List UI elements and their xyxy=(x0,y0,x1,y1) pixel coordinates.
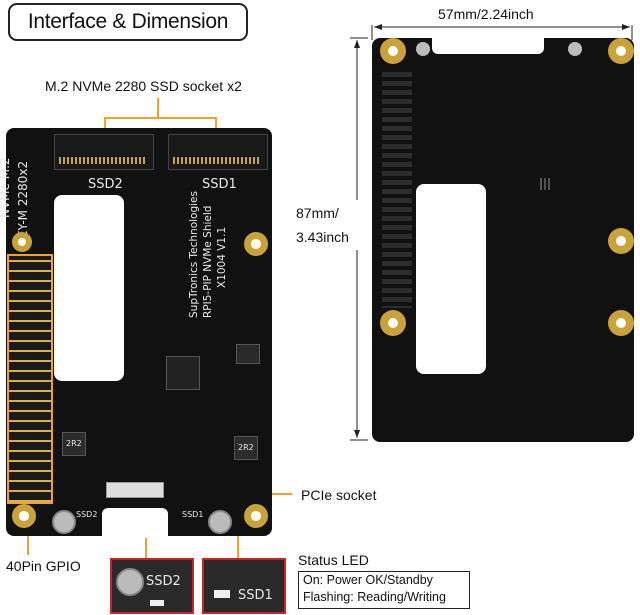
standoff xyxy=(208,510,232,534)
led-ssd1-inset: SSD1 xyxy=(202,558,286,614)
status-legend-line-1: On: Power OK/Standby xyxy=(303,573,433,587)
standoff xyxy=(52,510,76,534)
page-title: Interface & Dimension xyxy=(8,3,248,41)
pcie-socket-callout: PCIe socket xyxy=(301,487,377,503)
inductor-2-label: 2R2 xyxy=(238,443,254,452)
brand-line-2: RPI5-PIP NVMe Shield xyxy=(202,205,214,318)
led-ssd1-inset-label: SSD1 xyxy=(238,588,273,603)
ssd1-silk: SSD1 xyxy=(202,177,237,192)
shield-board-back xyxy=(372,38,634,442)
status-led-callout: Status LED xyxy=(298,552,369,568)
pcie-fpc-connector xyxy=(106,482,164,498)
inductor-1: 2R2 xyxy=(62,432,86,456)
status-legend-line-2: Flashing: Reading/Writing xyxy=(303,590,446,604)
height-dimension-1: 87mm/ xyxy=(296,205,339,221)
mount-hole xyxy=(12,232,32,252)
side-label-1: NVMe M.2 xyxy=(0,157,12,218)
mount-hole xyxy=(608,38,634,64)
mount-hole xyxy=(244,504,268,528)
board-notch xyxy=(102,508,168,538)
brand-line-1: SupTronics Technologies xyxy=(188,191,200,318)
gpio-header-back xyxy=(382,68,412,308)
board-cutout-back xyxy=(416,184,486,374)
led-ssd1-silk: SSD1 xyxy=(182,510,204,519)
board-top-notch xyxy=(432,38,544,54)
brand-line-3: X1004 V1.1 xyxy=(216,226,228,288)
via-array xyxy=(540,178,552,190)
m2-socket-callout: M.2 NVMe 2280 SSD socket x2 xyxy=(45,78,242,94)
chip xyxy=(236,344,260,364)
board-cutout xyxy=(54,195,124,381)
mount-hole xyxy=(244,232,268,256)
led-ssd2-silk: SSD2 xyxy=(76,510,98,519)
mount-hole xyxy=(12,504,36,528)
width-dimension: 57mm/2.24inch xyxy=(438,6,534,22)
controller-chip xyxy=(166,356,200,390)
standoff xyxy=(568,42,582,56)
mount-hole xyxy=(608,310,634,336)
shield-board-front: SSD2 SSD1 NVMe M.2 KEY-M 2280x2 SupTroni… xyxy=(0,128,272,538)
m2-socket-ssd2 xyxy=(54,134,154,170)
gpio-header-highlight xyxy=(7,254,53,504)
height-dimension-2: 3.43inch xyxy=(296,229,349,245)
gpio-callout: 40Pin GPIO xyxy=(6,558,81,574)
inductor-1-label: 2R2 xyxy=(66,439,82,448)
standoff xyxy=(416,42,430,56)
inductor-2: 2R2 xyxy=(234,436,258,460)
status-legend: On: Power OK/Standby Flashing: Reading/W… xyxy=(298,571,470,609)
side-label-2: KEY-M 2280x2 xyxy=(16,160,30,246)
led-ssd2-inset-label: SSD2 xyxy=(146,574,181,589)
mount-hole xyxy=(380,310,406,336)
mount-hole xyxy=(608,228,634,254)
m2-socket-ssd1 xyxy=(168,134,268,170)
ssd2-silk: SSD2 xyxy=(88,177,123,192)
led-ssd2-inset: SSD2 xyxy=(110,558,194,614)
mount-hole xyxy=(380,38,406,64)
